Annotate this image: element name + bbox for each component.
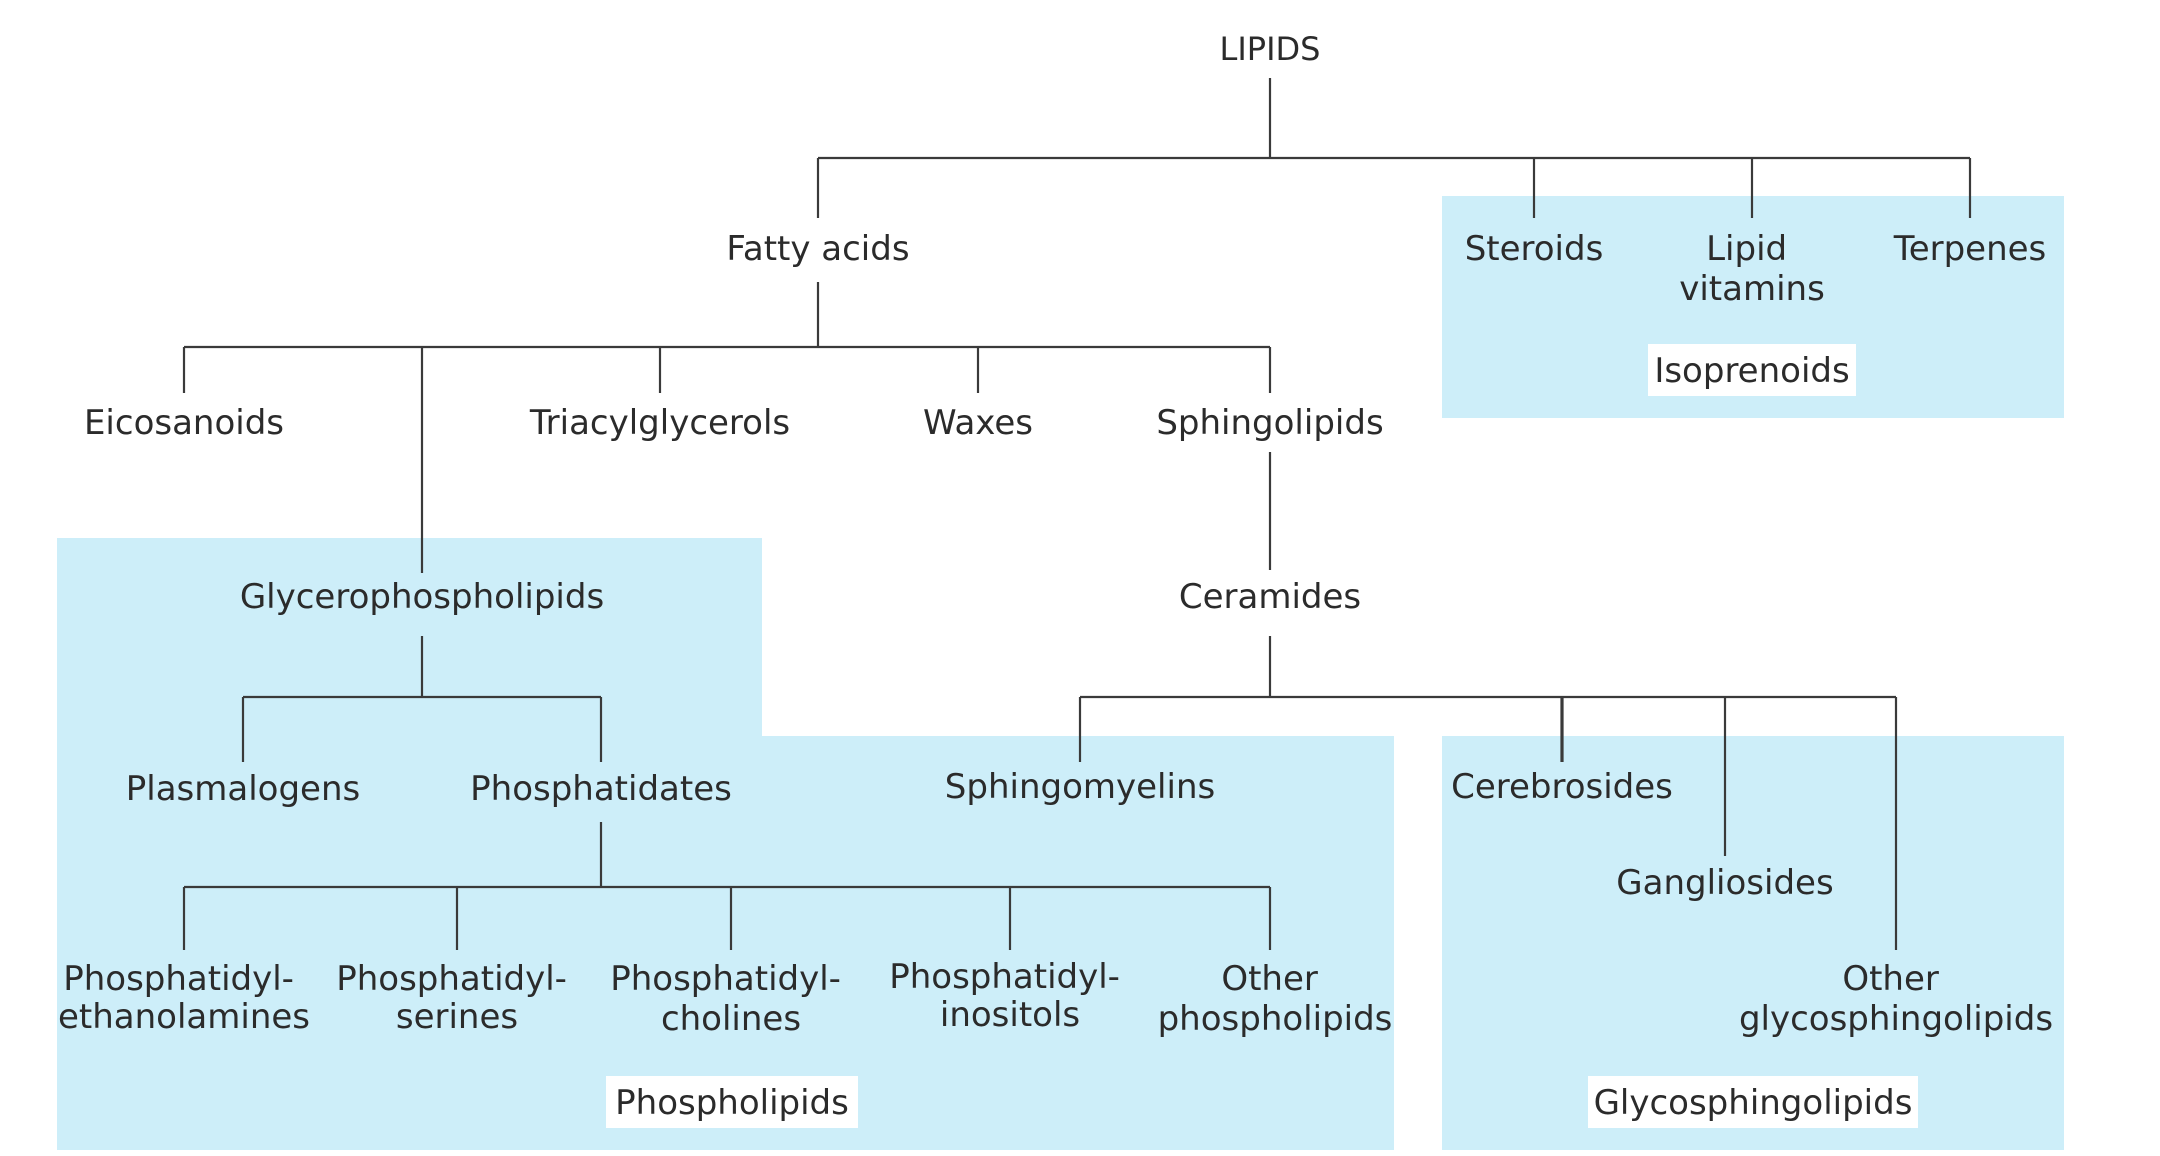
triacylglycerols-label: Triacylglycerols [529,403,790,443]
ceramides-label: Ceramides [1179,577,1361,617]
node-labels: LIPIDS Fatty acids Steroids Lipid vitami… [58,30,2053,1123]
phosphatidylinositols-label: Phosphatidyl- inositols [889,957,1131,1035]
phosphatidylserines-label: Phosphatidyl- serines [336,959,578,1037]
lipid-vitamins-label: Lipid vitamins [1679,229,1825,309]
other-phospholipids-label: Other phospholipids [1158,959,1393,1039]
phosphatidylethanolamines-line-2: ethanolamines [58,997,310,1037]
fatty-acids-label: Fatty acids [726,229,909,269]
glycosphingolipids-group-label: Glycosphingolipids [1594,1083,1913,1123]
eicosanoids-label: Eicosanoids [84,403,284,443]
isoprenoids-label-box [1648,344,1856,396]
other-phospholipids-line-1: Other [1221,959,1318,999]
phosphatidylserines-line-1: Phosphatidyl- [336,959,567,999]
terpenes-label: Terpenes [1893,229,2047,269]
cerebrosides-label: Cerebrosides [1451,767,1673,807]
phosphatidylethanolamines-line-1: Phosphatidyl- [63,959,294,999]
phosphatidates-label: Phosphatidates [470,769,732,809]
phosphatidylcholines-line-2: cholines [661,999,801,1039]
lipids-title: LIPIDS [1220,30,1321,68]
connector-lines [182,78,1972,950]
sphingomyelins-label: Sphingomyelins [945,767,1215,807]
glycosphingolipids-label-box [1588,1076,1918,1128]
other-glycosphingolipids-line-1: Other [1842,959,1939,999]
other-phospholipids-line-2: phospholipids [1158,999,1393,1039]
phosphatidylserines-line-2: serines [396,997,518,1037]
gangliosides-label: Gangliosides [1616,863,1833,903]
phospholipids-label-box [606,1076,858,1128]
plasmalogens-label: Plasmalogens [126,769,360,809]
phosphatidylcholines-label: Phosphatidyl- cholines [610,959,852,1039]
lipid-vitamins-line-1: Lipid [1706,229,1787,269]
phosphatidylethanolamines-label: Phosphatidyl- ethanolamines [58,959,310,1037]
phospholipids-group-label: Phospholipids [615,1083,849,1123]
isoprenoids-group-label: Isoprenoids [1654,351,1849,391]
phosphatidylcholines-line-1: Phosphatidyl- [610,959,841,999]
other-glycosphingolipids-line-2: glycosphingolipids [1739,999,2053,1039]
phosphatidylinositols-line-2: inositols [940,995,1080,1035]
glycerophospholipids-label: Glycerophospholipids [240,577,604,617]
waxes-label: Waxes [923,403,1033,443]
lipid-vitamins-line-2: vitamins [1679,269,1825,309]
phospholipids-region [57,538,1394,1150]
other-glycosphingolipids-label: Other glycosphingolipids [1739,959,2053,1039]
sphingolipids-label: Sphingolipids [1156,403,1383,443]
phosphatidylinositols-line-1: Phosphatidyl- [889,957,1120,997]
steroids-label: Steroids [1465,229,1604,269]
